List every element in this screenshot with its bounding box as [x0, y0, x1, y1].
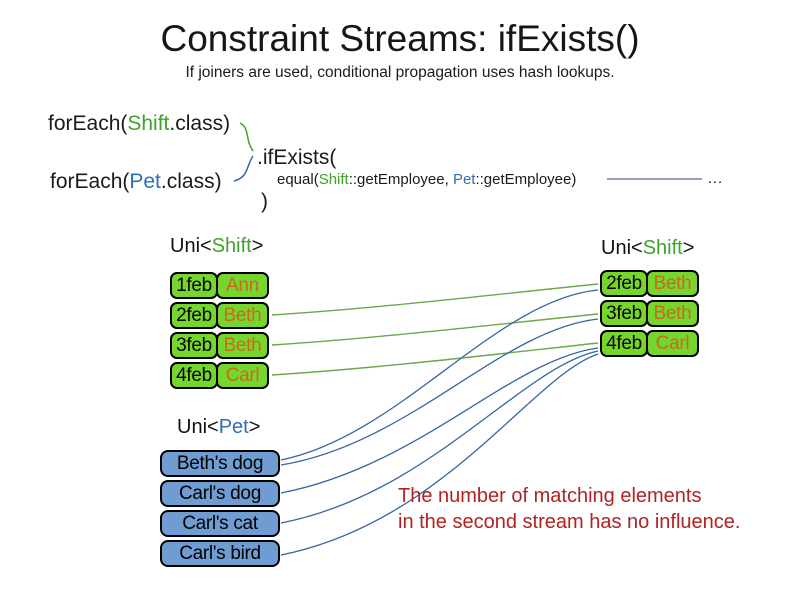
code-text: forEach(: [50, 170, 130, 193]
pet-type-token: Pet: [218, 416, 249, 438]
right-shift-stream-label: Uni<Shift>: [601, 236, 694, 260]
influence-note: The number of matching elements in the s…: [398, 483, 740, 535]
code-ifexists-close: ): [261, 190, 268, 213]
pet-type-token: Pet: [129, 170, 161, 193]
match-line-beths-dog-2feb: [280, 289, 599, 461]
code-equal-joiner: equal(Shift::getEmployee, Pet::getEmploy…: [277, 171, 576, 189]
shift-date-cell: 4feb: [170, 362, 218, 389]
shift-employee-cell: Beth: [646, 270, 699, 297]
ellipsis: …: [707, 170, 723, 187]
shift-date-cell: 2feb: [600, 270, 648, 297]
shift-date-cell: 3feb: [600, 300, 648, 327]
code-text: equal(: [277, 171, 319, 188]
shift-date-cell: 4feb: [600, 330, 648, 357]
shift-employee-cell: Beth: [646, 300, 699, 327]
pet-stream-label: Uni<Pet>: [177, 415, 260, 439]
brace-pet-hook: [233, 155, 254, 182]
shift-type-token: Shift: [211, 235, 252, 257]
shift-date-cell: 3feb: [170, 332, 218, 359]
label-text: >: [248, 416, 261, 438]
shift-employee-cell: Beth: [216, 332, 269, 359]
pet-row: Beth's dog: [160, 450, 280, 477]
code-text: ::getEmployee): [475, 171, 577, 188]
pet-row: Carl's cat: [160, 510, 280, 537]
shift-row: 1feb Ann: [170, 272, 269, 299]
pet-row: Carl's bird: [160, 540, 280, 567]
label-text: Uni<: [601, 237, 643, 259]
code-foreach-shift: forEach(Shift.class): [48, 111, 230, 136]
label-text: Uni<: [170, 235, 212, 257]
shift-type-token: Shift: [127, 112, 170, 135]
pet-row: Carl's dog: [160, 480, 280, 507]
shift-date-cell: 1feb: [170, 272, 218, 299]
shift-row: 2feb Beth: [600, 270, 699, 297]
shift-type-token: Shift: [642, 237, 683, 259]
shift-employee-cell: Ann: [216, 272, 269, 299]
code-ifexists-open: .ifExists(: [257, 146, 337, 169]
shift-type-token: Shift: [318, 171, 349, 188]
shift-employee-cell: Carl: [216, 362, 269, 389]
code-foreach-pet: forEach(Pet.class): [50, 169, 222, 194]
code-text: forEach(: [48, 112, 128, 135]
label-text: Uni<: [177, 416, 219, 438]
pet-type-token: Pet: [452, 171, 476, 188]
shift-employee-cell: Carl: [646, 330, 699, 357]
left-shift-stream-label: Uni<Shift>: [170, 234, 263, 258]
shift-date-cell: 2feb: [170, 302, 218, 329]
shift-row: 3feb Beth: [170, 332, 269, 359]
match-line-carls-cat-4feb: [280, 350, 599, 524]
page-subtitle: If joiners are used, conditional propaga…: [185, 64, 615, 81]
influence-note-line2: in the second stream has no influence.: [398, 511, 741, 533]
shift-row: 3feb Beth: [600, 300, 699, 327]
shift-row: 4feb Carl: [170, 362, 269, 389]
shift-row: 2feb Beth: [170, 302, 269, 329]
match-line-carls-bird-4feb: [280, 353, 599, 556]
shift-employee-cell: Beth: [216, 302, 269, 329]
code-text: .class): [160, 170, 222, 193]
brace-shift-hook: [239, 122, 254, 152]
page-title: Constraint Streams: ifExists(): [160, 18, 640, 59]
code-text: ::getEmployee,: [348, 171, 453, 188]
match-line-carls-dog-4feb: [280, 347, 599, 494]
right-shift-table: 2feb Beth 3feb Beth 4feb Carl: [600, 270, 699, 357]
match-line-beths-dog-3feb: [280, 318, 599, 466]
match-line-shift-3feb: [271, 313, 599, 346]
influence-note-line1: The number of matching elements: [398, 485, 702, 507]
shift-row: 4feb Carl: [600, 330, 699, 357]
left-shift-table: 1feb Ann 2feb Beth 3feb Beth 4feb Carl: [170, 272, 269, 389]
match-line-shift-2feb: [271, 283, 599, 316]
code-text: .class): [169, 112, 231, 135]
pet-table: Beth's dog Carl's dog Carl's cat Carl's …: [160, 450, 280, 567]
label-text: >: [251, 235, 264, 257]
match-line-shift-4feb: [271, 342, 599, 376]
label-text: >: [682, 237, 695, 259]
